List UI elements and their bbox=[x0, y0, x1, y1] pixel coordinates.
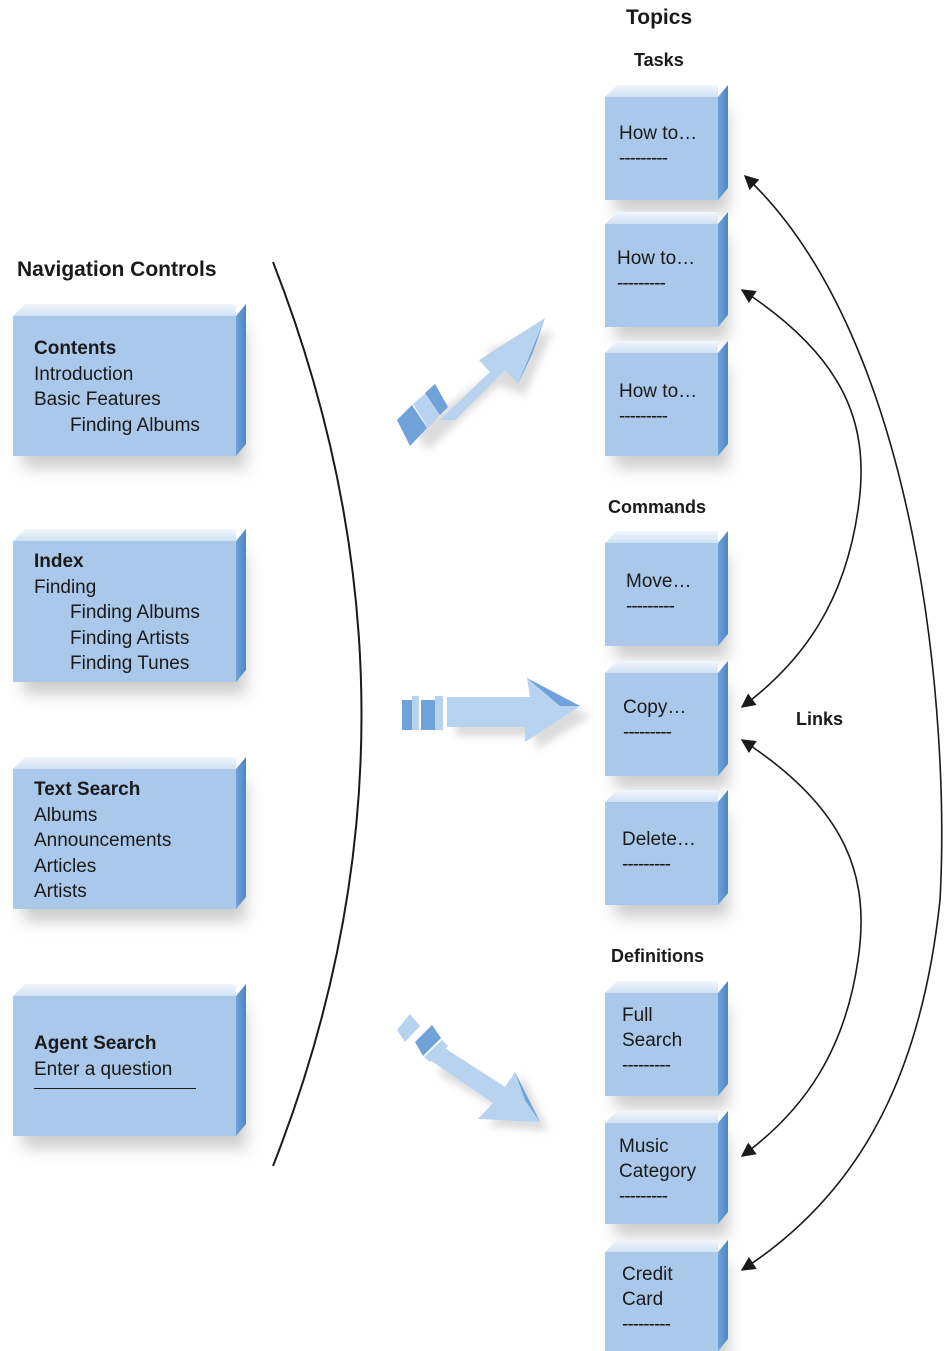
tasks-heading: Tasks bbox=[634, 50, 684, 70]
index-item: Finding Albums bbox=[70, 602, 200, 623]
topic-dash: --------- bbox=[619, 1186, 668, 1207]
index-title: Index bbox=[34, 551, 84, 572]
link-arrow-commands-2-definitions-2 bbox=[740, 739, 862, 1157]
index-item: Finding Artists bbox=[70, 627, 190, 649]
definition-topic-box: Credit Card --------- bbox=[605, 1252, 718, 1351]
link-arrow-tasks-2-commands-2 bbox=[740, 289, 862, 708]
agent-search-title: Agent Search bbox=[34, 1033, 157, 1054]
topic-dash: --------- bbox=[622, 854, 671, 875]
task-topic-box: How to… --------- bbox=[605, 224, 718, 327]
contents-item: Basic Features bbox=[34, 389, 161, 410]
text-search-title: Text Search bbox=[34, 779, 141, 800]
topic-line: Card bbox=[622, 1289, 664, 1310]
index-box: Index Finding Finding Albums Finding Art… bbox=[13, 541, 236, 682]
commands-heading: Commands bbox=[608, 497, 707, 517]
command-topic-box: Move… --------- bbox=[605, 543, 718, 646]
navigation-controls-heading: Navigation Controls bbox=[17, 258, 217, 281]
topic-dash: --------- bbox=[622, 1055, 671, 1076]
task-topic-box: How to… --------- bbox=[605, 353, 718, 456]
text-search-item: Artists bbox=[34, 881, 87, 902]
topic-line: How to… bbox=[619, 123, 698, 144]
topic-dash: --------- bbox=[623, 722, 672, 743]
question-entry-line bbox=[34, 1082, 196, 1089]
links-label: Links bbox=[796, 709, 844, 729]
topic-line: Credit bbox=[622, 1264, 673, 1285]
definitions-heading: Definitions bbox=[611, 946, 704, 966]
topic-line: Category bbox=[619, 1161, 697, 1182]
topic-line: Move… bbox=[626, 571, 692, 592]
contents-item: Finding Albums bbox=[70, 414, 200, 436]
contents-box: Contents Introduction Basic Features Fin… bbox=[13, 316, 236, 456]
command-topic-box: Copy… --------- bbox=[605, 673, 718, 776]
topic-line: Copy… bbox=[623, 697, 687, 718]
topic-line: Full bbox=[622, 1005, 653, 1026]
topic-line: How to… bbox=[619, 381, 698, 402]
agent-search-prompt: Enter a question bbox=[34, 1058, 173, 1080]
block-arrow-to-definitions bbox=[397, 1014, 548, 1131]
topic-dash: --------- bbox=[619, 406, 668, 427]
definition-topic-box: Full Search --------- bbox=[605, 993, 718, 1096]
task-topic-box: How to… --------- bbox=[605, 97, 718, 200]
text-search-item: Announcements bbox=[34, 830, 172, 851]
contents-item: Introduction bbox=[34, 363, 134, 385]
topic-dash: --------- bbox=[619, 148, 668, 169]
topic-line: Delete… bbox=[622, 829, 696, 850]
topic-dash: --------- bbox=[626, 596, 675, 617]
navigation-bracket-arc bbox=[272, 261, 363, 1167]
index-item: Finding Tunes bbox=[70, 653, 190, 674]
index-item: Finding bbox=[34, 576, 97, 598]
topic-dash: --------- bbox=[622, 1314, 671, 1335]
text-search-item: Albums bbox=[34, 804, 98, 826]
block-arrow-to-commands bbox=[402, 678, 591, 750]
link-arrow-tasks-1-definitions-3 bbox=[740, 175, 943, 1271]
topics-heading: Topics bbox=[626, 6, 693, 29]
topic-line: Search bbox=[622, 1030, 683, 1051]
text-search-box: Text Search Albums Announcements Article… bbox=[13, 769, 236, 909]
topic-line: How to… bbox=[617, 248, 696, 269]
contents-title: Contents bbox=[34, 338, 117, 359]
block-arrow-to-tasks bbox=[397, 318, 553, 450]
definition-topic-box: Music Category --------- bbox=[605, 1123, 718, 1224]
topic-line: Music bbox=[619, 1136, 669, 1157]
topic-dash: --------- bbox=[617, 273, 666, 294]
text-search-item: Articles bbox=[34, 855, 97, 877]
agent-search-box: Agent Search Enter a question bbox=[13, 996, 236, 1136]
command-topic-box: Delete… --------- bbox=[605, 802, 718, 905]
